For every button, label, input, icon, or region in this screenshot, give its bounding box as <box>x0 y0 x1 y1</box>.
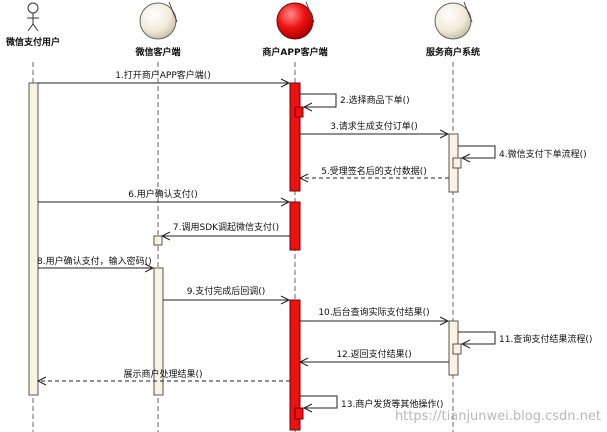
message-1-label: 1.打开商户APP客户端() <box>115 69 211 81</box>
activation-user <box>28 82 39 396</box>
message-4-arrow <box>458 145 496 159</box>
message-4-head <box>460 153 471 163</box>
message-3-label: 3.请求生成支付订单() <box>330 120 418 132</box>
activation-app-3 <box>289 299 301 431</box>
participant-app-label: 商户APP客户端 <box>262 46 327 58</box>
message-11-label: 11.查询支付结果流程() <box>499 333 592 345</box>
participant-app-icon <box>276 1 315 40</box>
message-8-label: 8.用户确认支付，输入密码() <box>37 255 152 267</box>
participant-user-label: 微信支付用户 <box>5 36 60 48</box>
activation-app-2 <box>289 201 301 251</box>
message-6-head <box>280 197 291 207</box>
actor-leg-right <box>32 23 39 32</box>
message-10-head <box>439 316 450 326</box>
activation-app-1 <box>289 82 301 192</box>
message-5-label: 5.受理签名后的支付数据() <box>321 165 427 177</box>
message-2-arrow <box>300 93 337 108</box>
message-10-label: 10.后台查询实际支付结果() <box>318 306 429 318</box>
message-display-head <box>36 376 47 386</box>
message-9-label: 9.支付完成后回调() <box>187 285 266 297</box>
actor-head <box>27 2 39 14</box>
message-13-head <box>302 403 313 413</box>
message-2-head <box>302 102 313 112</box>
message-6-label: 6.用户确认支付() <box>128 188 198 200</box>
message-9-head <box>280 295 291 305</box>
participant-wechat-icon <box>139 1 178 40</box>
message-13-arrow <box>300 395 338 409</box>
activation-wechat-nested <box>153 235 163 246</box>
message-11-head <box>460 339 471 349</box>
watermark: https://tianjunwei.blog.csdn.net <box>395 409 601 424</box>
message-7-label: 7.调用SDK调起微信支付() <box>173 221 279 233</box>
activation-wechat <box>153 267 164 396</box>
message-12-label: 12.返回支付结果() <box>336 348 411 360</box>
actor-leg-left <box>27 23 34 32</box>
activation-app-3-nested <box>294 407 304 420</box>
message-display-label: 展示商户处理结果() <box>123 368 202 380</box>
participant-server-icon <box>434 1 473 40</box>
message-13-label: 13.商户发货等其他操作() <box>341 398 443 410</box>
message-1-head <box>280 78 291 88</box>
message-5-head <box>298 173 309 183</box>
activation-app-1-nested <box>294 106 304 118</box>
activation-server-1-nested <box>452 157 462 169</box>
message-7-head <box>160 231 171 241</box>
actor-user <box>27 2 39 32</box>
message-12-head <box>298 357 309 367</box>
participant-wechat-label: 微信客户端 <box>134 46 180 58</box>
participant-server-label: 服务商户系统 <box>426 46 480 58</box>
message-2-label: 2.选择商品下单() <box>340 94 410 106</box>
message-8-head <box>144 263 155 273</box>
message-11-arrow <box>458 331 496 345</box>
message-3-head <box>439 129 450 139</box>
activation-server-2-nested <box>452 343 462 355</box>
message-4-label: 4.微信支付下单流程() <box>499 148 587 160</box>
